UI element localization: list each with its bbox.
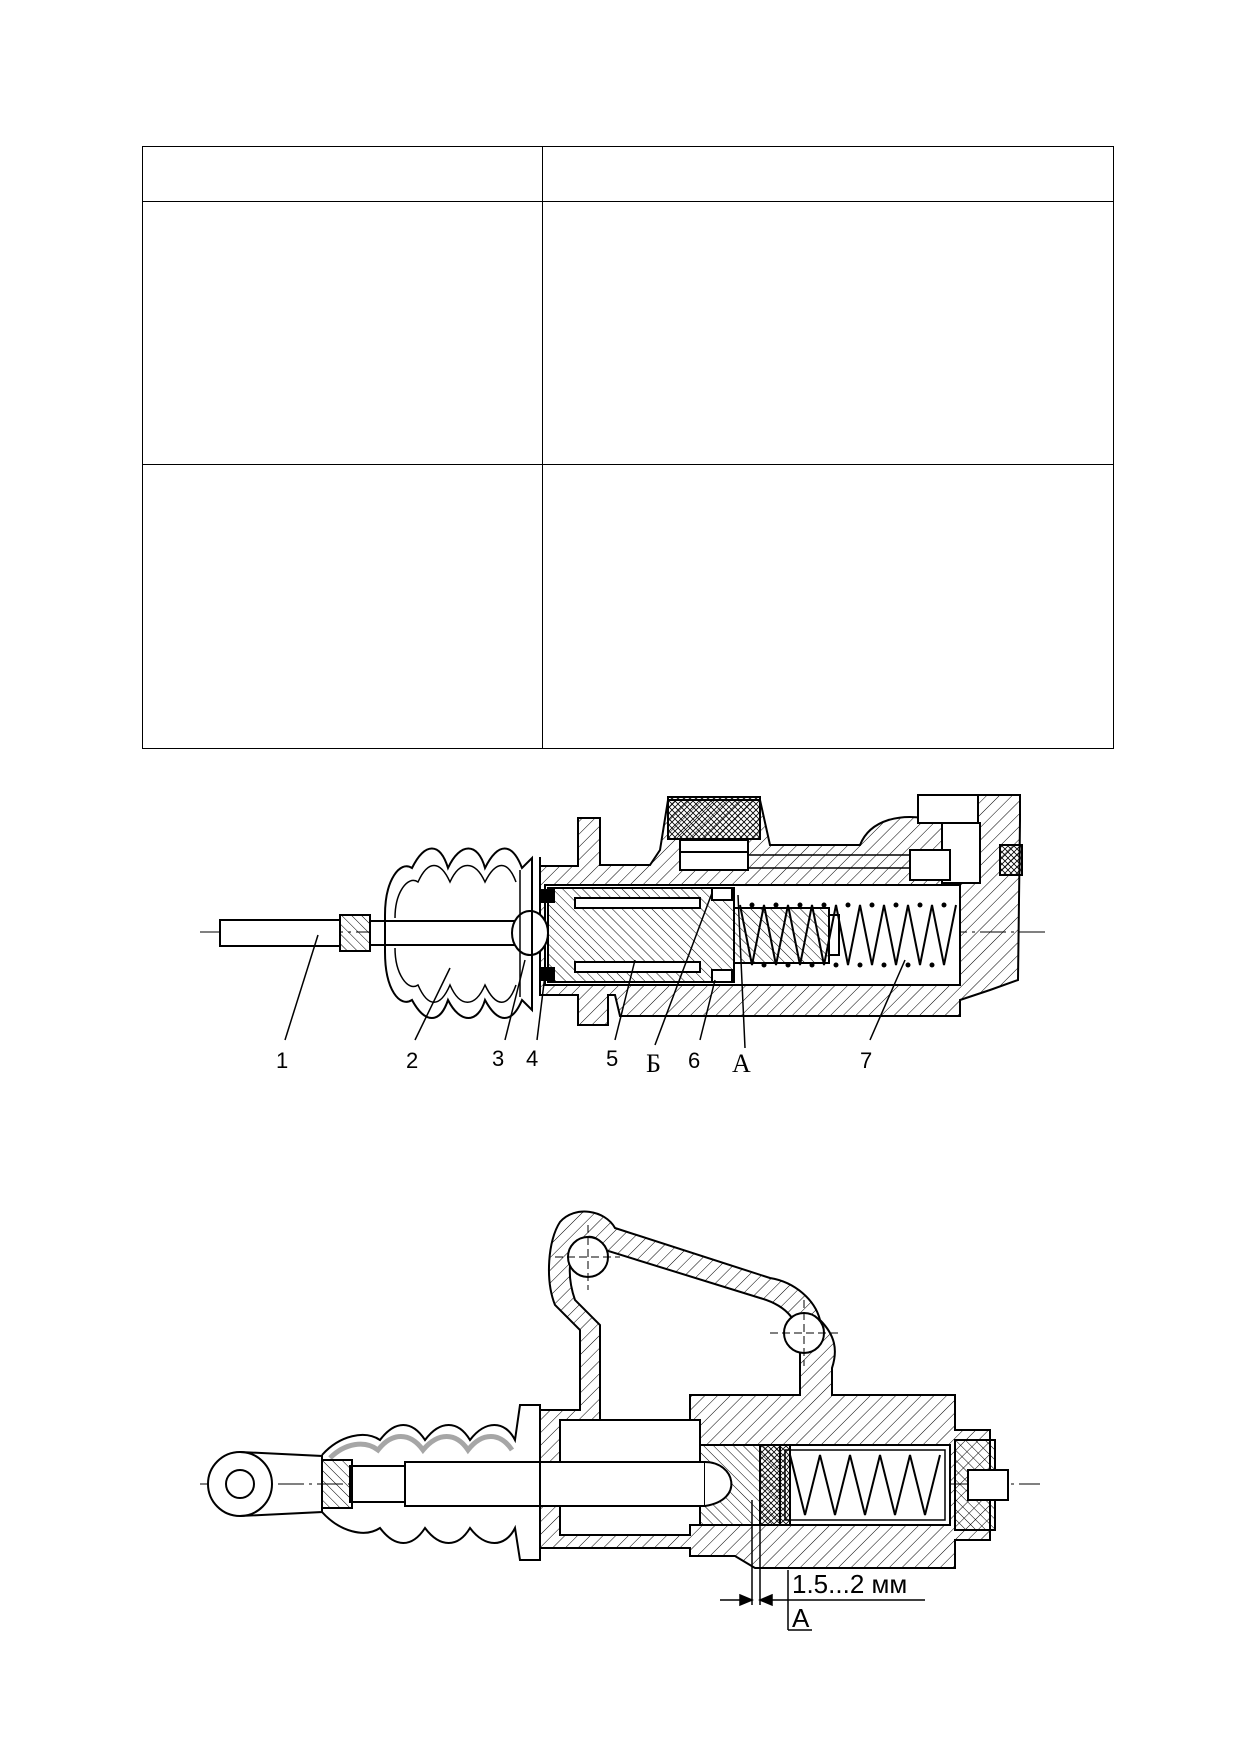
callout-4: 4 (526, 1046, 538, 1071)
seal-front-top (539, 889, 555, 903)
callout-6: 6 (688, 1048, 700, 1073)
figure-slave-cylinder (200, 1210, 1040, 1569)
callout-3: 3 (492, 1046, 504, 1071)
rubber-boot (384, 847, 533, 1019)
dimension-gap (720, 1500, 925, 1631)
seal-rear-bottom (711, 969, 733, 983)
table-cell-left (142, 464, 543, 749)
callout-1: 1 (276, 1048, 288, 1073)
return-spring (739, 904, 957, 966)
table-cell-right (542, 464, 1114, 749)
form-table (142, 146, 1114, 749)
table-cell-left (142, 146, 543, 202)
callout-5: 5 (606, 1046, 618, 1071)
cap-stem (679, 839, 749, 871)
push-rod (219, 919, 341, 947)
dimension-label: 1.5...2 мм (792, 1569, 907, 1599)
figure-master-cylinder (200, 794, 1045, 1026)
callout-7: 7 (860, 1048, 872, 1073)
callout-2: 2 (406, 1048, 418, 1073)
callout-labels: 1 2 3 4 5 Б 6 А 7 (276, 1046, 872, 1078)
seal-front-bottom (539, 967, 555, 981)
table-row (142, 464, 1114, 749)
callout-leaders (284, 892, 906, 1049)
slave-spring (789, 1454, 941, 1516)
outlet-fitting (917, 794, 979, 824)
seal-rear-top (711, 887, 733, 901)
slave-boot (321, 1404, 541, 1561)
callout-B: Б (646, 1049, 661, 1078)
reservoir-cap (667, 796, 761, 840)
slave-rod (404, 1461, 706, 1507)
view-label-A: А (792, 1603, 810, 1633)
table-cell-left (142, 201, 543, 465)
callout-A: А (732, 1049, 751, 1078)
